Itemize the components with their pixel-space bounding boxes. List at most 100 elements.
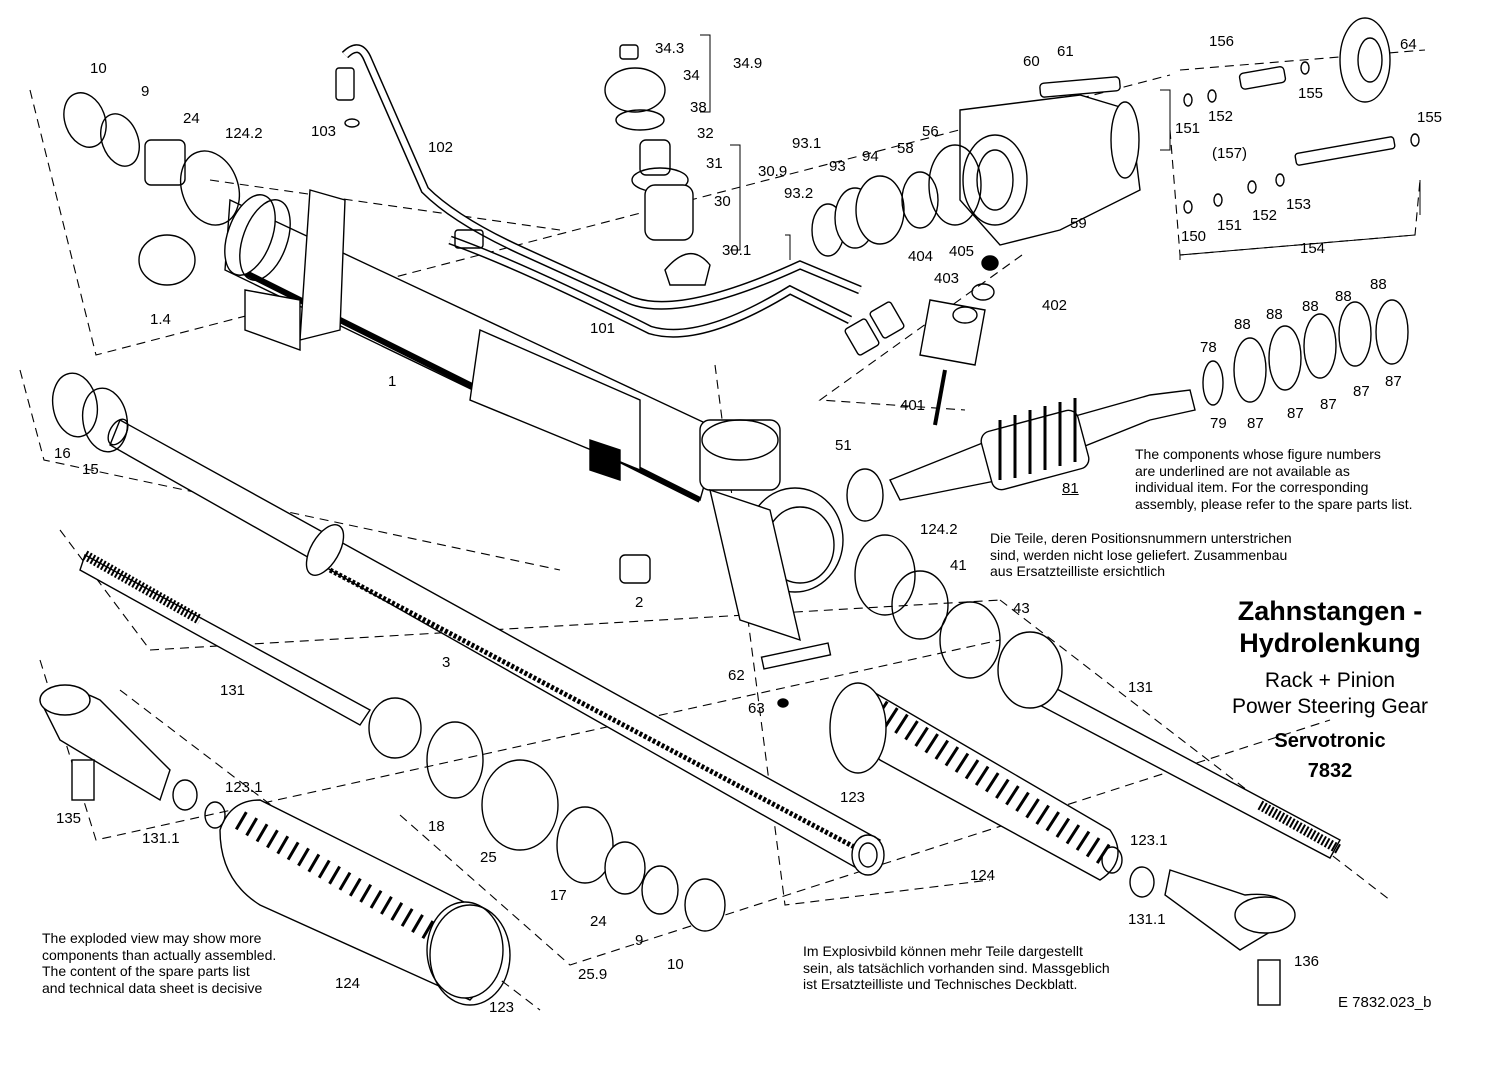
part-label: 93.1: [792, 135, 822, 152]
part-label: 30: [714, 193, 731, 210]
part-label: 103: [311, 123, 337, 140]
drawing-code: E 7832.023_b: [1338, 994, 1432, 1011]
part-label: 9: [635, 932, 644, 949]
part-label: 1.4: [150, 311, 171, 328]
part-label: 87: [1287, 405, 1304, 422]
part-label-underlined: 81: [1062, 480, 1079, 497]
note-exploded-en: The exploded view may show more componen…: [42, 930, 277, 996]
note-underlined-en: The components whose figure numbers are …: [1135, 446, 1413, 512]
part-label: 123: [489, 999, 515, 1016]
part-label: 135: [56, 810, 82, 827]
part-label: 94: [862, 148, 879, 165]
part-label: 60: [1023, 53, 1040, 70]
part-label: 34.9: [733, 55, 763, 72]
part-label: 38: [690, 99, 707, 116]
part-label: 43: [1013, 600, 1030, 617]
part-label: 16: [54, 445, 71, 462]
part-label: 87: [1247, 415, 1264, 432]
part-label: 10: [667, 956, 684, 973]
part-label: 15: [82, 461, 99, 478]
sensor: [919, 255, 999, 426]
note-underlined-de: Die Teile, deren Positionsnummern unters…: [990, 530, 1292, 579]
part-label: 123: [840, 789, 866, 806]
part-label: 403: [934, 270, 960, 287]
title-line-3: Rack + Pinion: [1264, 669, 1396, 692]
part-label: 79: [1210, 415, 1227, 432]
small-parts: [344, 17, 1420, 708]
bellows-left: [219, 799, 511, 1006]
part-label: 87: [1385, 373, 1402, 390]
part-label: 402: [1042, 297, 1068, 314]
part-label: 56: [922, 123, 939, 140]
part-label: 25: [480, 849, 497, 866]
adjuster-stack: [604, 44, 711, 286]
part-label: 405: [949, 243, 975, 260]
part-label: 88: [1335, 288, 1352, 305]
part-label: 93: [829, 158, 846, 175]
part-label: 30.1: [722, 242, 752, 259]
part-label: 64: [1400, 36, 1417, 53]
part-label: 59: [1070, 215, 1087, 232]
tie-rods: [79, 550, 1343, 859]
part-label: 88: [1302, 298, 1319, 315]
part-label: 131.1: [142, 830, 180, 847]
part-label: 30.9: [758, 163, 788, 180]
bellows-right: [829, 682, 1119, 881]
ball-joints: [39, 684, 1296, 1006]
part-label: 9: [141, 83, 150, 100]
part-label: 3: [442, 654, 451, 671]
part-label: 87: [1320, 396, 1337, 413]
title-line-6: 7832: [1307, 760, 1353, 782]
part-label: 24: [590, 913, 607, 930]
part-label: 51: [835, 437, 852, 454]
part-label: 34: [683, 67, 700, 84]
part-label: 124: [970, 867, 996, 884]
housing: [224, 189, 844, 642]
valve-pinion: [889, 299, 1409, 501]
part-label: 1: [388, 373, 397, 390]
part-label: 24: [183, 110, 200, 127]
title-line-5: Servotronic: [1274, 730, 1386, 752]
part-label: 152: [1208, 108, 1234, 125]
part-label: 151: [1217, 217, 1243, 234]
part-label: 88: [1370, 276, 1387, 293]
part-label: 153: [1286, 196, 1312, 213]
title-line-1: Zahnstangen -: [1237, 596, 1423, 626]
part-label: 155: [1417, 109, 1443, 126]
part-label: 401: [900, 397, 926, 414]
title-line-4: Power Steering Gear: [1231, 695, 1429, 718]
part-label: 87: [1353, 383, 1370, 400]
part-label: 124.2: [225, 125, 263, 142]
part-label: 10: [90, 60, 107, 77]
part-label: 88: [1234, 316, 1251, 333]
part-label: 32: [697, 125, 714, 142]
valve-housing: [959, 76, 1141, 246]
part-label: 131: [1128, 679, 1154, 696]
part-label: 151: [1175, 120, 1201, 137]
part-label: 31: [706, 155, 723, 172]
part-label: 102: [428, 139, 454, 156]
part-label: 123.1: [1130, 832, 1168, 849]
part-label: 61: [1057, 43, 1074, 60]
part-label: 63: [748, 700, 765, 717]
part-label: 93.2: [784, 185, 814, 202]
part-label: 136: [1294, 953, 1320, 970]
part-label: 101: [590, 320, 616, 337]
part-label: (157): [1212, 145, 1248, 162]
part-label: 152: [1252, 207, 1278, 224]
part-label: 2: [635, 594, 644, 611]
part-label: 156: [1209, 33, 1235, 50]
brackets: [700, 34, 1421, 260]
part-label: 404: [908, 248, 934, 265]
cover-rings: [811, 144, 982, 257]
note-exploded-de: Im Explosivbild können mehr Teile darges…: [803, 943, 1110, 992]
part-label: 58: [897, 140, 914, 157]
part-label: 41: [950, 557, 967, 574]
part-label: 131.1: [1128, 911, 1166, 928]
part-label: 124.2: [920, 521, 958, 538]
part-label: 17: [550, 887, 567, 904]
part-label: 88: [1266, 306, 1283, 323]
title-line-2: Hydrolenkung: [1239, 628, 1421, 658]
part-label: 150: [1181, 228, 1207, 245]
